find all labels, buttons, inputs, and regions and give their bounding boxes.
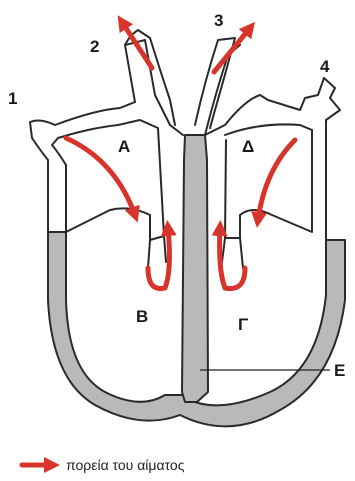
valve-right [240, 238, 243, 268]
label-ventricle-g: Γ [238, 315, 248, 334]
label-4: 4 [320, 57, 330, 76]
ventricle-walls [48, 135, 345, 426]
valve-right-2 [222, 238, 225, 262]
valve-left-2 [164, 236, 166, 262]
label-atrium-d: Δ [242, 137, 254, 156]
label-1: 1 [8, 89, 17, 108]
legend: πορεία του αίματος [22, 457, 185, 473]
arrow-atrium-d [258, 140, 295, 220]
label-atrium-a: Α [118, 137, 130, 156]
label-2: 2 [90, 37, 99, 56]
arrow-vessel-3 [214, 28, 250, 72]
valve-left [148, 240, 150, 268]
label-3: 3 [214, 11, 223, 30]
vessel-2-outline [125, 30, 175, 125]
blood-flow-arrows [66, 22, 295, 289]
legend-text: πορεία του αίματος [66, 457, 185, 473]
septum [182, 135, 208, 402]
label-ventricle-b: Β [136, 307, 148, 326]
label-e: Ε [334, 361, 345, 380]
